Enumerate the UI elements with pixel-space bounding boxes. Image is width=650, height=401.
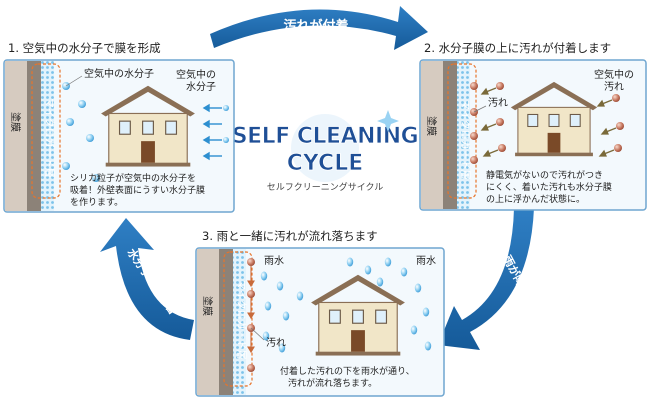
panel-1: 1. 空気中の水分子で膜を形成 塗膜 マイクロガード層 空気中の水分子 空気中の…	[3, 41, 235, 213]
panel1-desc-1: シリカ粒子が空気中の水分子を	[70, 172, 196, 184]
panel3-wall-label: 塗膜	[201, 296, 214, 316]
water-molecule	[62, 162, 70, 170]
center-title: SELF CLEANING CYCLE セルフクリーニングサイクル	[231, 110, 419, 193]
panel1-wall-label: 塗膜	[9, 112, 22, 132]
panel3-label-dirt: 汚れ	[266, 336, 286, 349]
panel2-guard-label: マイクロガード層	[459, 100, 471, 180]
panel-2: 2. 水分子膜の上に汚れが付着します 塗膜 マイクロガード層 汚れ 空気中の	[419, 41, 647, 211]
panel1-desc-3: を作ります。	[70, 196, 123, 208]
panel3-label-rain-right: 雨水	[416, 255, 436, 267]
dirt-particle	[247, 364, 255, 372]
sparkle-icon	[377, 110, 399, 132]
panel2-heading: 2. 水分子膜の上に汚れが付着します	[424, 41, 611, 55]
panel3-label-rain-left: 雨水	[264, 255, 284, 267]
panel-3: 3. 雨と一緒に汚れが流れ落ちます 塗膜 マイクロガード層	[195, 229, 445, 397]
water-molecule	[66, 118, 74, 126]
dirt-particle	[470, 82, 478, 90]
title-line1: SELF CLEANING	[232, 124, 418, 149]
panel3-desc-1: 付着した汚れの下を雨水が通り、	[280, 365, 415, 377]
dirt-particle	[247, 258, 255, 266]
panel3-desc-2: 汚れが流れ落ちます。	[288, 377, 377, 389]
panel2-label-air-2: 汚れ	[604, 80, 624, 93]
arrow-top-label: 汚れが付着	[283, 18, 348, 34]
panel1-label-air-1: 空気中の	[176, 68, 216, 81]
panel3-heading: 3. 雨と一緒に汚れが流れ落ちます	[202, 229, 378, 243]
panel2-desc-2: にくく、着いた汚れも水分子膜	[486, 181, 612, 193]
arrow-left: 水分子を再吸着	[100, 218, 194, 340]
dirt-particle	[247, 290, 255, 298]
title-subtitle: セルフクリーニングサイクル	[267, 181, 384, 193]
dirt-particle	[470, 132, 478, 140]
water-molecule	[86, 134, 94, 142]
panel1-guard-label: マイクロガード層	[43, 98, 55, 178]
water-molecule	[78, 100, 86, 108]
panel1-desc-2: 吸着！外壁表面にうすい水分子膜	[70, 184, 205, 196]
panel2-desc-3: の上に浮かんだ状態に。	[486, 193, 585, 205]
panel2-label-dirt: 汚れ	[488, 96, 508, 109]
title-line2: CYCLE	[287, 151, 363, 176]
arrow-top: 汚れが付着	[210, 6, 428, 50]
rain-drops	[260, 257, 432, 353]
panel2-desc-1: 静電気がないので汚れがつき	[486, 169, 603, 181]
panel2-wall-label: 塗膜	[425, 116, 438, 136]
dirt-particle	[470, 156, 478, 164]
panel1-label-molecule: 空気中の水分子	[84, 67, 154, 80]
panel3-guard-label: マイクロガード層	[235, 280, 247, 360]
panel2-label-air-1: 空気中の	[594, 68, 634, 81]
panel1-heading: 1. 空気中の水分子で膜を形成	[8, 41, 161, 55]
water-molecule	[92, 174, 100, 182]
panel1-label-air-2: 水分子	[186, 81, 216, 93]
arrow-right: 雨が降る	[438, 208, 534, 350]
